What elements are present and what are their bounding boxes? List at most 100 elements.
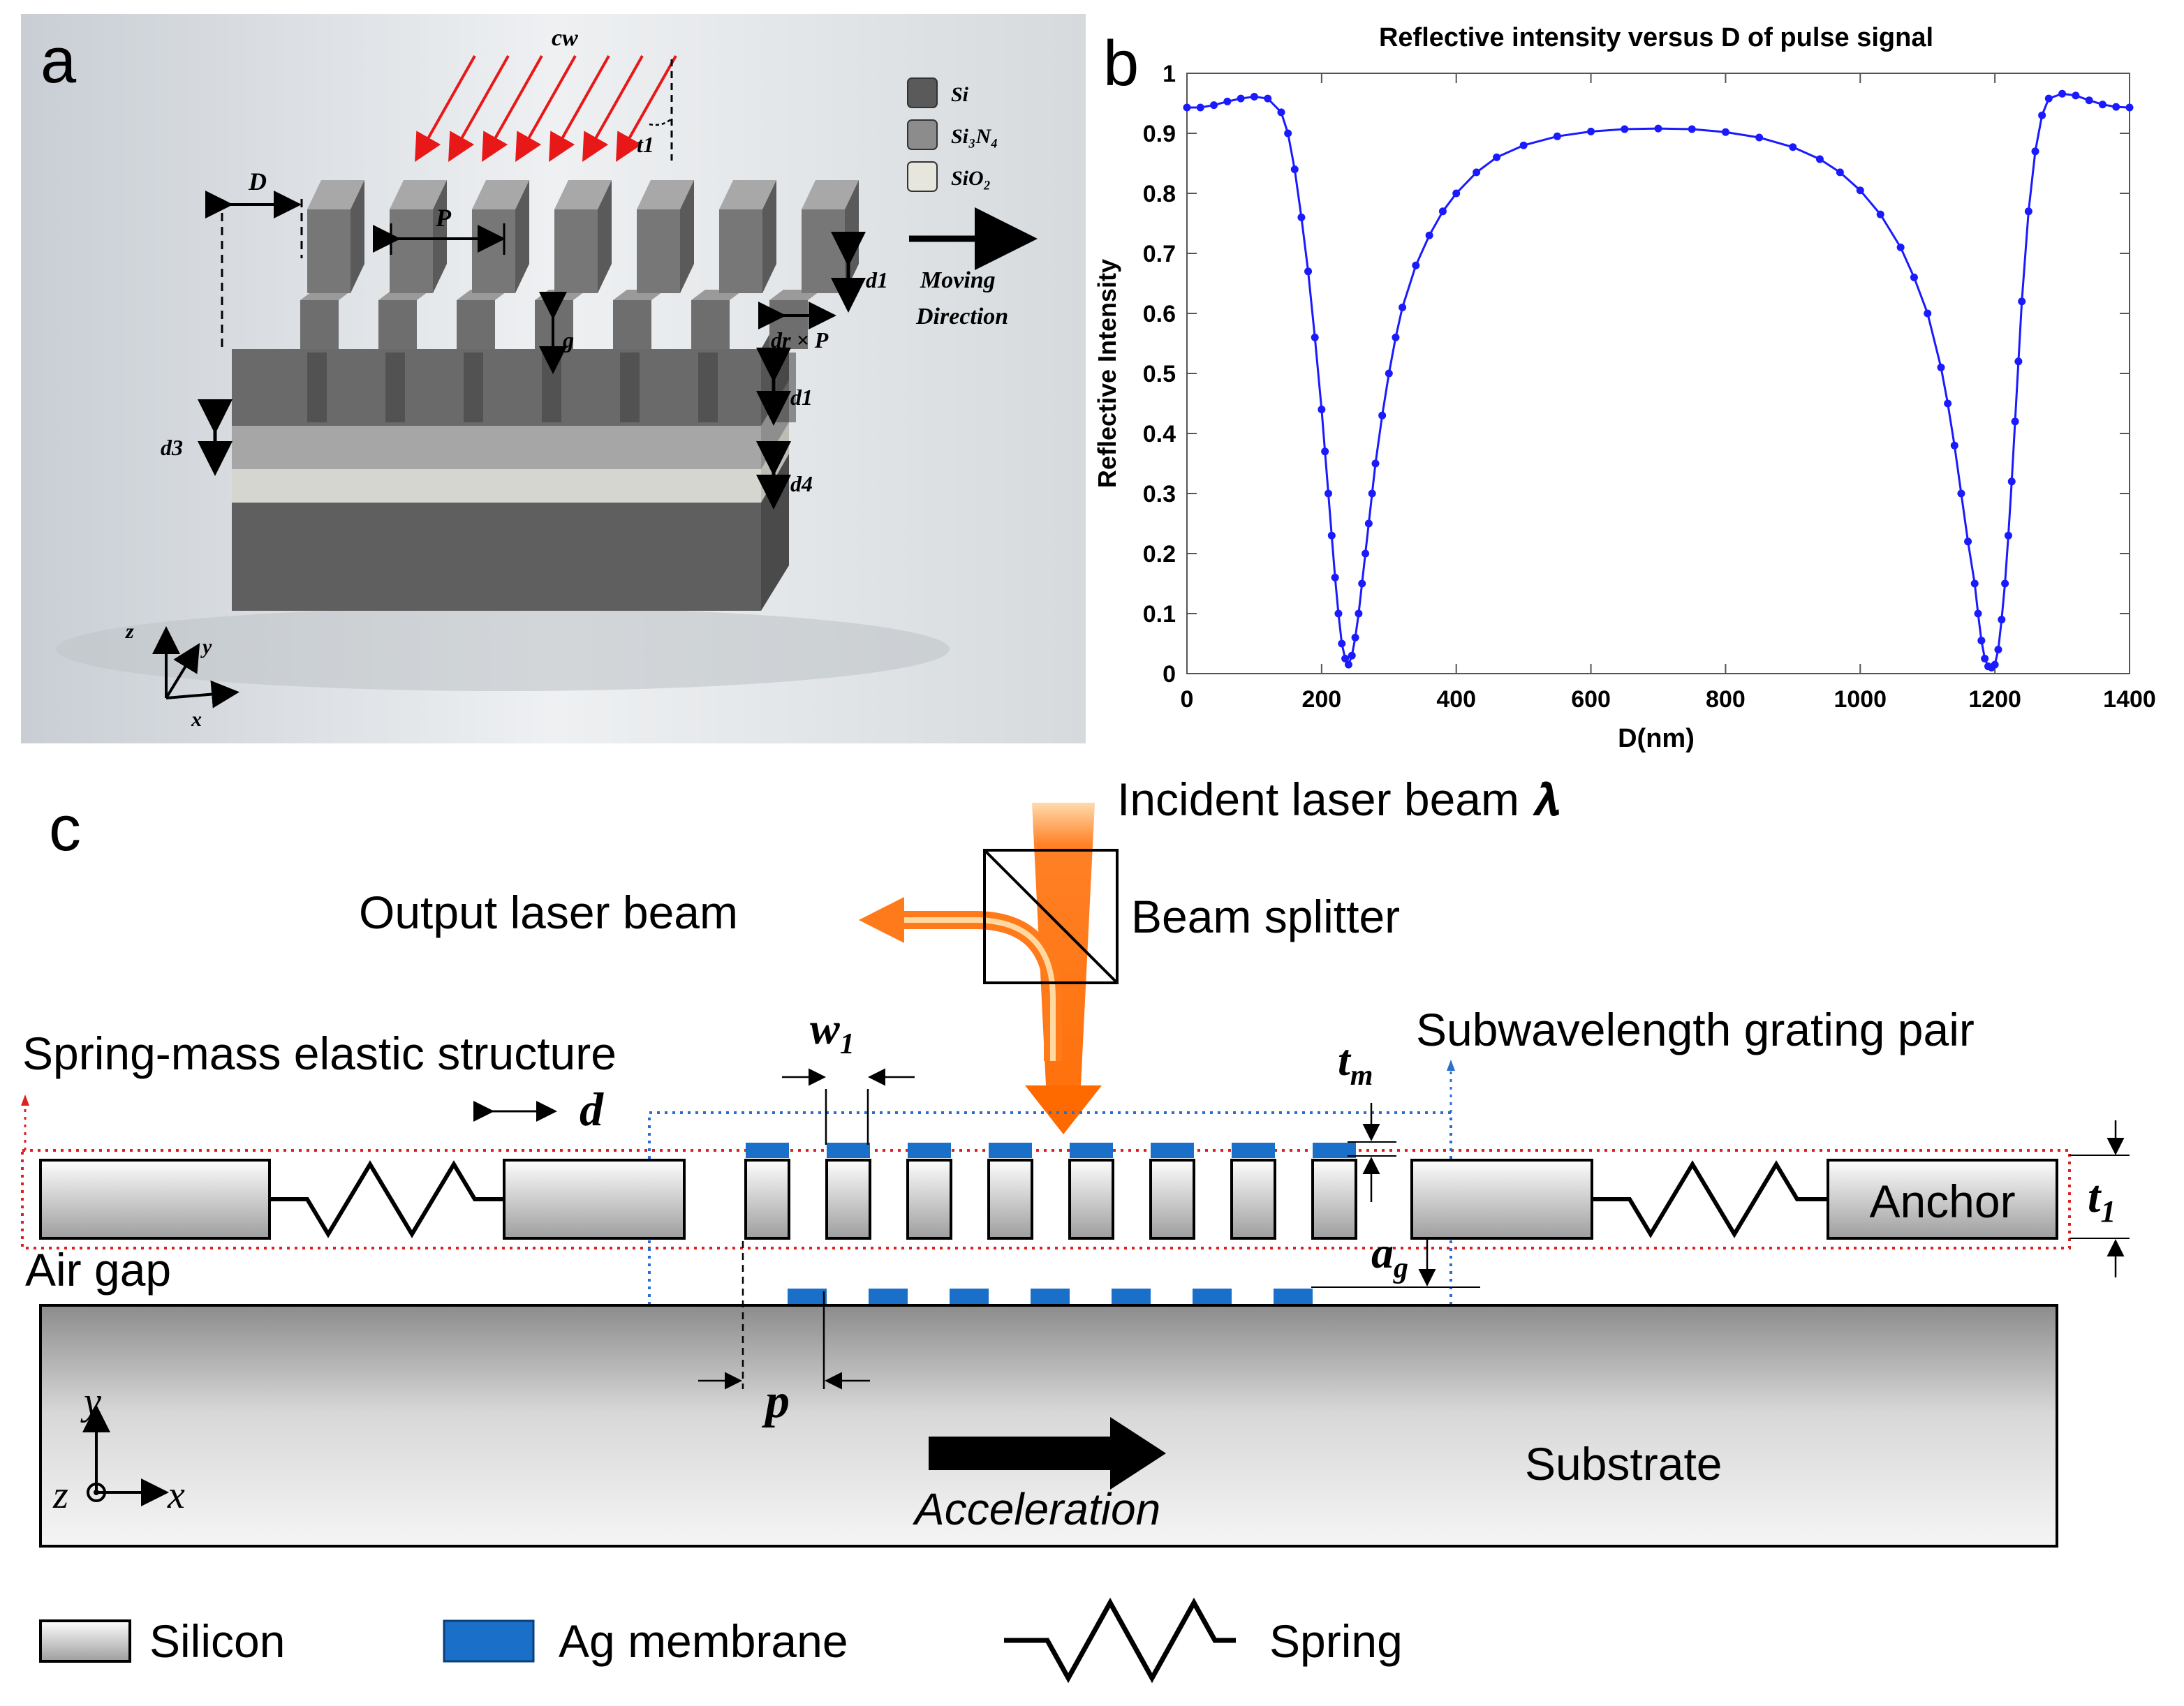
data-point — [1344, 660, 1352, 669]
data-point — [2112, 103, 2120, 111]
label-incident-beam: Incident laser beam 𝝀 — [1117, 773, 1559, 825]
ag-membrane-bottom — [869, 1289, 908, 1305]
top-fin — [719, 209, 762, 293]
top-fin-top — [472, 180, 529, 209]
grating-finger — [1149, 1159, 1195, 1240]
top-fin — [637, 209, 680, 293]
grating-finger — [1230, 1159, 1276, 1240]
x-tick-label: 1200 — [1968, 686, 2021, 713]
y-tick-label: 0.2 — [1143, 541, 1176, 568]
data-point — [1348, 651, 1356, 660]
legend-sio2-swatch — [907, 161, 938, 192]
top-fin-side — [598, 180, 612, 293]
acceleration-arrow — [929, 1417, 1166, 1490]
x-tick-label: 600 — [1571, 686, 1611, 713]
y-tick-label: 0.6 — [1143, 301, 1176, 327]
y-tick-label: 1 — [1163, 61, 1176, 87]
ag-membrane-top — [1232, 1143, 1275, 1158]
ag-membrane-bottom — [1112, 1289, 1151, 1305]
y-tick-label: 0 — [1163, 661, 1176, 688]
data-point — [1452, 189, 1461, 198]
data-point — [1325, 489, 1332, 498]
output-laser-beam — [901, 911, 1062, 1061]
data-point — [1304, 267, 1313, 276]
sio2-layer — [232, 469, 761, 503]
data-point — [1789, 143, 1797, 151]
data-point — [1438, 207, 1447, 216]
incident-beam-arrowhead — [1025, 1085, 1102, 1134]
grating-finger — [744, 1159, 790, 1240]
data-point — [1277, 108, 1285, 117]
grating-fins — [744, 1143, 1357, 1240]
x-tick-label: 400 — [1436, 686, 1476, 713]
top-fin — [307, 209, 351, 293]
data-point — [1399, 303, 1407, 311]
legend-si3n4-label: Si₃N₄ — [951, 125, 998, 148]
label-d4: d4 — [790, 471, 813, 496]
label-g: g — [562, 327, 574, 353]
ag-membrane-bottom — [1274, 1289, 1313, 1305]
y-tick-label: 0.8 — [1143, 181, 1176, 207]
chart-series — [1183, 89, 2134, 672]
y-tick-label: 0.4 — [1143, 421, 1176, 447]
axis-c-z-dot — [94, 1490, 99, 1495]
data-point — [1321, 447, 1329, 456]
groove-shadow — [464, 353, 483, 422]
groove-shadow — [307, 353, 327, 422]
ag-membrane-top — [1151, 1143, 1194, 1158]
top-fin — [554, 209, 598, 293]
spring-mass-leader-tip — [21, 1095, 29, 1106]
chart-title: Reflective intensity versus D of pulse s… — [1379, 23, 1933, 52]
data-point — [1836, 168, 1844, 177]
data-point — [1896, 243, 1905, 251]
grating-pair-leader-tip — [1447, 1060, 1455, 1071]
data-point — [1412, 261, 1420, 269]
cw-ray — [515, 55, 577, 162]
data-point — [1334, 609, 1343, 618]
data-point — [2125, 103, 2134, 112]
ag-membrane-top — [908, 1143, 951, 1158]
label-output-beam: Output laser beam — [359, 887, 738, 938]
series-line — [1187, 92, 2130, 669]
data-point — [2058, 89, 2067, 98]
data-point — [1950, 441, 1958, 450]
data-point — [1338, 639, 1346, 648]
data-point — [1755, 133, 1764, 142]
ag-membrane-top — [1313, 1143, 1356, 1158]
x-tick-label: 0 — [1181, 686, 1194, 713]
proof-mass-left — [39, 1159, 271, 1240]
data-point — [2007, 477, 2016, 486]
chart-y-axis-label: Reflective Intensity — [1093, 259, 1121, 488]
label-tm: tm — [1338, 1035, 1373, 1092]
ag-membrane-bottom — [1031, 1289, 1070, 1305]
data-point — [1974, 609, 1982, 618]
ag-membrane-top — [1070, 1143, 1113, 1158]
axis-y-arrow — [165, 643, 200, 699]
data-point — [2072, 91, 2080, 100]
y-tick-label: 0.5 — [1143, 361, 1176, 387]
data-point — [1991, 660, 1999, 669]
data-point — [1318, 406, 1326, 414]
data-point — [2031, 147, 2039, 156]
data-point — [1876, 210, 1884, 218]
axis-x-label: x — [191, 708, 202, 731]
top-fin-top — [554, 180, 612, 209]
y-tick-label: 0.7 — [1143, 241, 1176, 267]
data-point — [1264, 94, 1272, 103]
legend-sio2-label: SiO₂ — [951, 167, 991, 190]
label-t1-angle: t1 — [637, 132, 654, 157]
top-fin-top — [307, 180, 364, 209]
panel-a-shadow — [56, 607, 950, 691]
label-grating-pair: Subwavelength grating pair — [1416, 1004, 1975, 1055]
data-point — [1519, 141, 1528, 149]
label-spring-mass: Spring-mass elastic structure — [22, 1028, 617, 1079]
substrate-block — [39, 1304, 2058, 1548]
spring-mass-outline — [21, 1149, 2071, 1249]
data-point — [1688, 125, 1696, 133]
cw-ray — [549, 55, 610, 162]
ag-membrane-top — [746, 1143, 789, 1158]
data-point — [1815, 155, 1824, 163]
data-point — [1937, 363, 1945, 371]
cw-ray — [616, 55, 677, 162]
